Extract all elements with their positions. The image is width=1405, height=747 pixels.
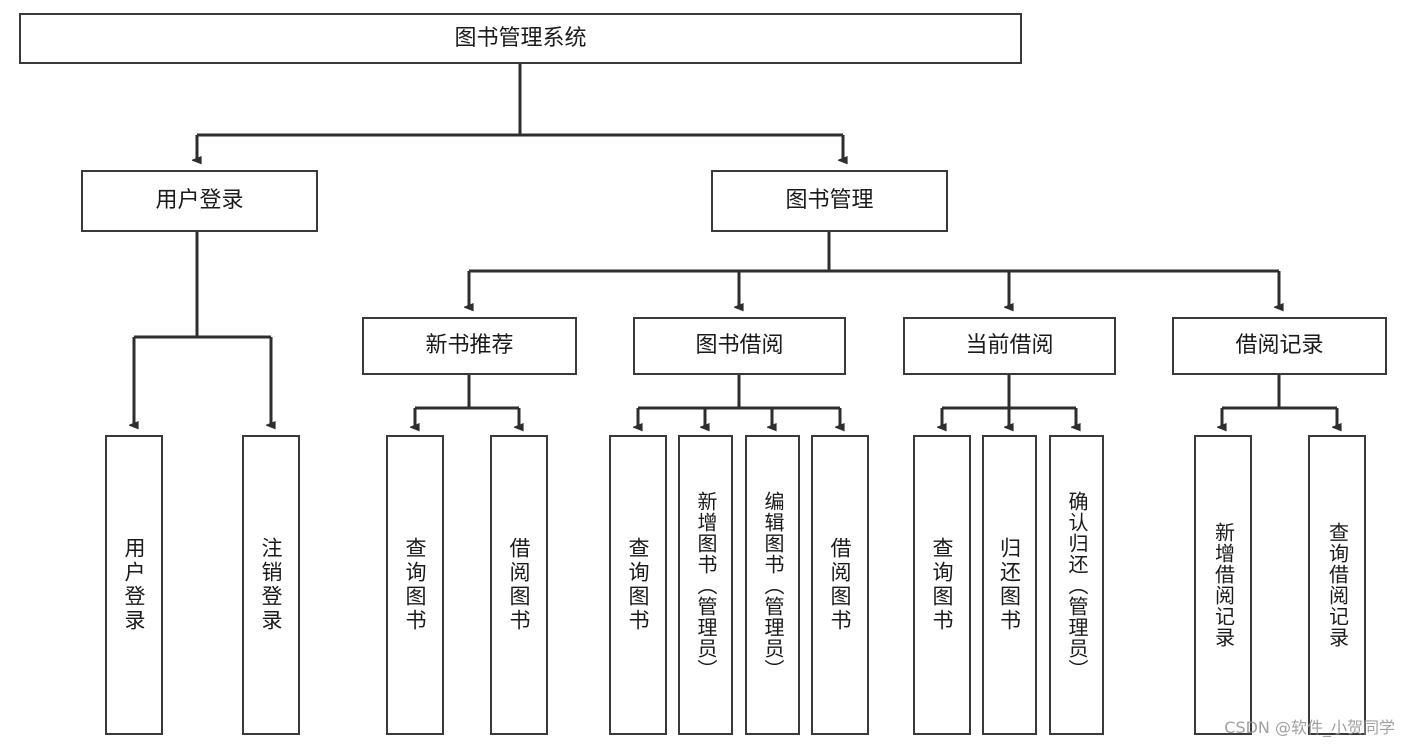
node-leaf-query-book-3-label: 查询图书: [930, 537, 955, 633]
node-leaf-add-book-label: 新增图书（管理员）: [694, 490, 718, 680]
node-leaf-return-book-label: 归还图书: [997, 537, 1022, 633]
node-leaf-return-book[interactable]: 归还图书: [982, 435, 1037, 735]
node-borrow-record[interactable]: 借阅记录: [1172, 317, 1387, 375]
node-root[interactable]: 图书管理系统: [19, 13, 1022, 64]
node-leaf-borrow-book-1[interactable]: 借阅图书: [490, 435, 548, 735]
node-leaf-query-book-1-label: 查询图书: [403, 537, 428, 633]
watermark: CSDN @软件_小贺同学: [1224, 718, 1395, 737]
node-book-borrow-label: 图书借阅: [695, 333, 784, 359]
node-user-login[interactable]: 用户登录: [81, 170, 318, 232]
node-book-manage[interactable]: 图书管理: [711, 170, 948, 232]
node-leaf-user-logout-label: 注销登录: [259, 537, 284, 633]
node-leaf-add-record-label: 新增借阅记录: [1211, 522, 1236, 648]
node-leaf-borrow-book-2-label: 借阅图书: [828, 537, 853, 633]
node-leaf-edit-book-label: 编辑图书（管理员）: [761, 490, 785, 680]
node-leaf-edit-book[interactable]: 编辑图书（管理员）: [745, 435, 800, 735]
node-leaf-borrow-book-1-label: 借阅图书: [507, 537, 532, 633]
node-leaf-add-book[interactable]: 新增图书（管理员）: [678, 435, 733, 735]
node-leaf-query-book-2-label: 查询图书: [626, 537, 651, 633]
node-leaf-query-record-label: 查询借阅记录: [1325, 522, 1350, 648]
node-leaf-add-record[interactable]: 新增借阅记录: [1194, 435, 1252, 735]
node-leaf-borrow-book-2[interactable]: 借阅图书: [811, 435, 869, 735]
node-leaf-query-book-1[interactable]: 查询图书: [386, 435, 444, 735]
node-leaf-query-record[interactable]: 查询借阅记录: [1308, 435, 1366, 735]
node-book-borrow[interactable]: 图书借阅: [633, 317, 846, 375]
node-new-book-recommend-label: 新书推荐: [425, 333, 514, 359]
node-leaf-confirm-return-label: 确认归还（管理员）: [1065, 490, 1089, 680]
node-user-login-label: 用户登录: [155, 188, 244, 214]
node-new-book-recommend[interactable]: 新书推荐: [362, 317, 577, 375]
node-current-borrow-label: 当前借阅: [965, 333, 1054, 359]
node-current-borrow[interactable]: 当前借阅: [903, 317, 1116, 375]
node-leaf-user-logout[interactable]: 注销登录: [242, 435, 300, 735]
node-root-label: 图书管理系统: [454, 25, 587, 51]
node-leaf-query-book-2[interactable]: 查询图书: [609, 435, 667, 735]
node-leaf-confirm-return[interactable]: 确认归还（管理员）: [1049, 435, 1104, 735]
node-leaf-query-book-3[interactable]: 查询图书: [913, 435, 971, 735]
node-book-manage-label: 图书管理: [785, 188, 874, 214]
node-leaf-user-login[interactable]: 用户登录: [105, 435, 163, 735]
node-leaf-user-login-label: 用户登录: [122, 537, 147, 633]
node-borrow-record-label: 借阅记录: [1235, 333, 1324, 359]
